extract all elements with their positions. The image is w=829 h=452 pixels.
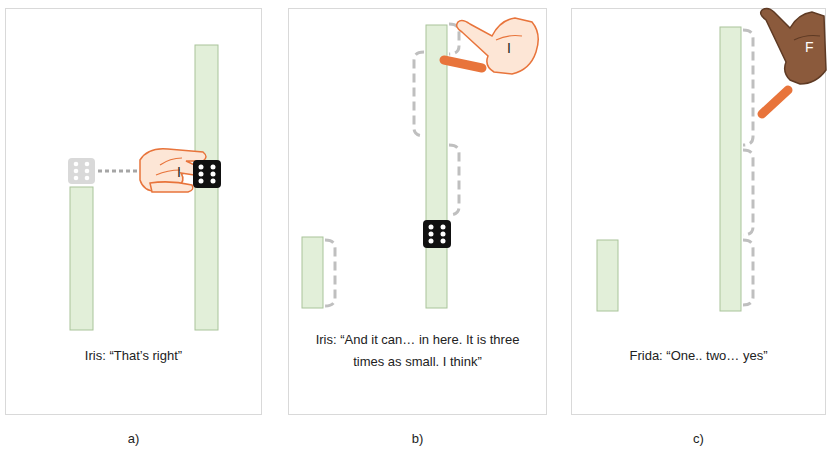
- panel-letter: a): [6, 431, 261, 446]
- die: [193, 160, 221, 188]
- die: [423, 220, 451, 248]
- panel-letter: c): [572, 431, 825, 446]
- speech-caption: Iris: “And it can… in here. It is three …: [299, 329, 536, 373]
- speech-caption: Iris: “That’s right”: [16, 345, 251, 367]
- hand-frida: [761, 8, 826, 84]
- hand-initial: I: [177, 164, 181, 180]
- stick: [444, 60, 482, 68]
- hand-initial: I: [507, 40, 511, 56]
- short-bar: [597, 240, 618, 311]
- long-bar: [720, 27, 741, 311]
- hand-iris: [457, 18, 539, 74]
- short-bar: [70, 187, 93, 330]
- long-bar: [426, 25, 447, 308]
- speech-caption: Frida: “One.. two… yes”: [582, 345, 815, 367]
- panel-letter: b): [289, 431, 546, 446]
- short-bar: [302, 237, 323, 308]
- ghost-die: [68, 158, 95, 184]
- measure-bracket: [325, 24, 459, 306]
- panel-frame: Iris: “That’s right”a): [5, 8, 262, 415]
- hand-initial: F: [805, 39, 814, 55]
- stick: [762, 90, 788, 114]
- thumb: [150, 182, 193, 192]
- measure-bracket: [743, 30, 753, 305]
